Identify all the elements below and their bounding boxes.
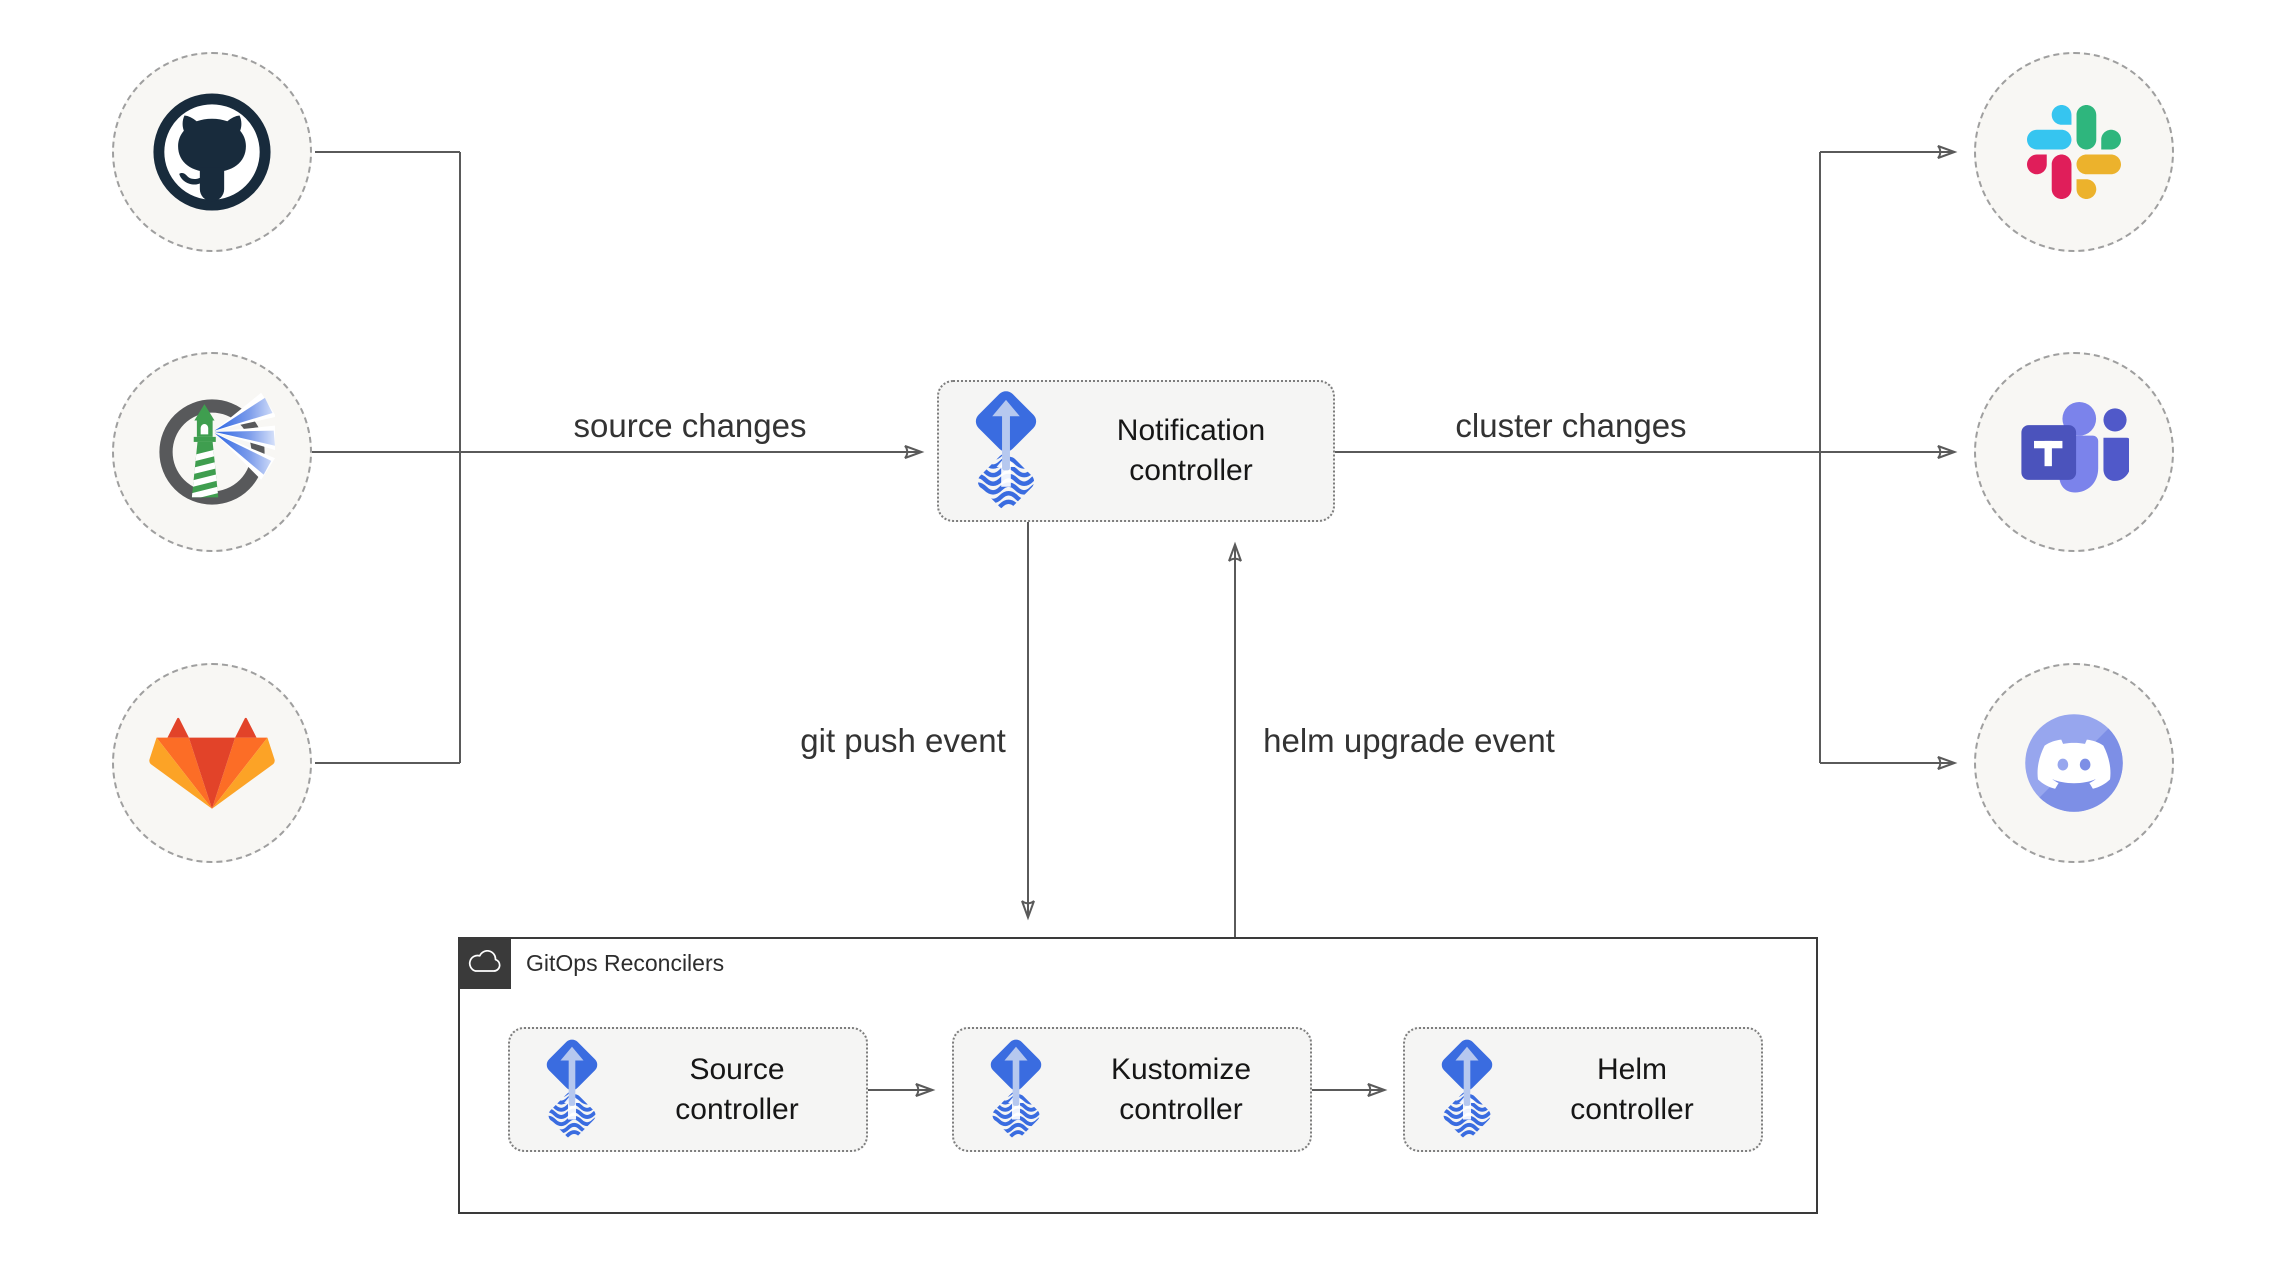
harbor-node [112, 352, 312, 552]
flux-logo-graphic [989, 1039, 1043, 1140]
flux-icon [963, 387, 1049, 516]
source-controller-label: Source controller [675, 1052, 799, 1126]
source-changes-label: source changes [573, 407, 807, 444]
microsoft-teams-icon [2021, 401, 2129, 492]
group-corner-badge [458, 937, 511, 989]
source-controller-node: Source controller [508, 1027, 868, 1152]
edge-cluster-changes [1335, 152, 1821, 763]
notification-controller-node: Notification controller [937, 380, 1335, 522]
gitlab-icon [149, 717, 275, 809]
flux-logo-graphic [1440, 1039, 1494, 1140]
github-node [112, 52, 312, 252]
group-title: GitOps Reconcilers [526, 950, 725, 976]
gitlab-node [112, 663, 312, 863]
notification-controller-label: Notification controller [1116, 414, 1266, 487]
gitops-reconcilers-group: GitOps Reconcilers [458, 937, 1818, 1214]
flux-icon [980, 1036, 1052, 1144]
helm-controller-node: Helm controller [1403, 1027, 1763, 1152]
flux-icon [1431, 1036, 1503, 1144]
kustomize-controller-node: Kustomize controller [952, 1027, 1312, 1152]
harbor-icon [159, 392, 275, 505]
teams-node [1974, 352, 2174, 552]
flux-icon [536, 1036, 608, 1144]
cloud-icon [468, 949, 500, 972]
kustomize-controller-label: Kustomize controller [1110, 1052, 1252, 1126]
cluster-changes-label: cluster changes [1455, 407, 1687, 444]
discord-icon [2025, 714, 2123, 812]
flux-logo-graphic [545, 1039, 599, 1140]
discord-node [1974, 663, 2174, 863]
github-icon [153, 93, 271, 211]
git-push-event-label: git push event [800, 722, 1006, 759]
slack-node [1974, 52, 2174, 252]
flux-logo-graphic [974, 390, 1038, 512]
helm-controller-label: Helm controller [1570, 1052, 1694, 1126]
slack-icon [2027, 105, 2121, 199]
edge-left-branch [315, 151, 461, 764]
helm-upgrade-event-label: helm upgrade event [1263, 722, 1555, 759]
